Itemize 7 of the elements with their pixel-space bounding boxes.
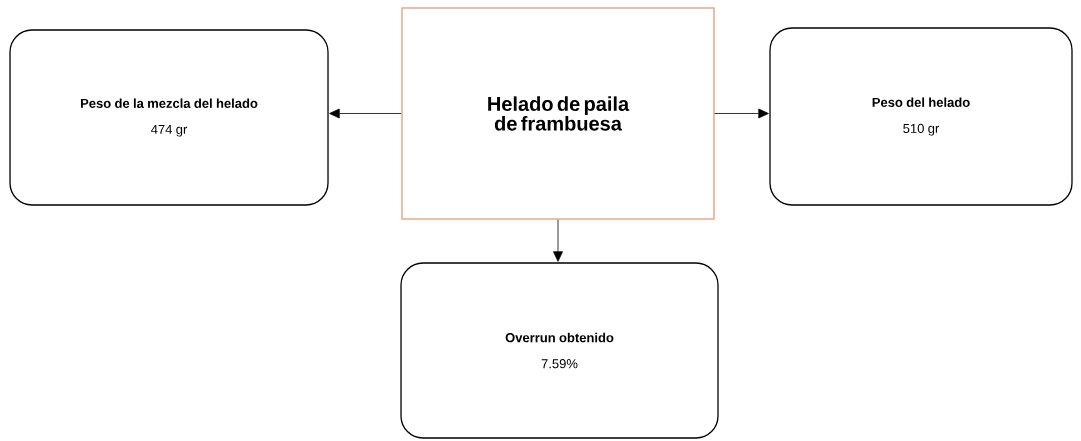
arrow [714, 108, 769, 119]
arrow [553, 219, 563, 262]
result-box: Peso del helado 510 gr [769, 27, 1073, 206]
arrow [329, 108, 402, 119]
result-box: Peso de la mezcla del helado 474 gr [9, 29, 329, 206]
main-box: Helado de paila de frambuesa [401, 7, 715, 220]
result-box: Overrun obtenido 7.59% [400, 262, 719, 439]
